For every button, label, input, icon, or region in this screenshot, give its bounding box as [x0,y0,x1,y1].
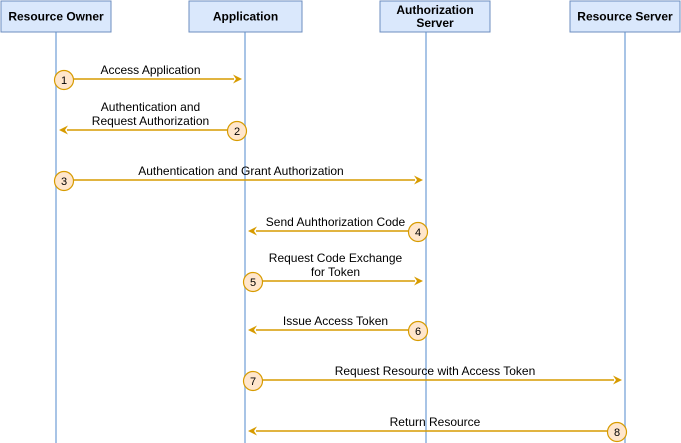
actor-app: Application [188,0,303,33]
message-8: Return Resource 8 [248,415,628,443]
message-arrow-head [414,276,423,286]
step-number: 3 [61,176,67,188]
message-arrow-head [248,426,257,436]
step-number: 1 [61,75,67,87]
message-arrow-head [59,125,68,135]
actor-box [188,0,303,33]
message-1: Access Application 1 [53,63,242,91]
message-arrow-head [414,175,423,185]
step-badge [606,421,628,443]
message-arrow-head [248,226,257,236]
message-label: Request Authorization [92,114,209,128]
step-number: 6 [415,326,421,338]
lifelines [55,32,626,443]
actors: Resource Owner Application AuthorizationSe… [0,0,681,33]
message-label: Authentication and [101,100,200,114]
step-badge [242,370,264,392]
message-label: Request Resource with Access Token [335,364,536,378]
message-3: Authentication and Grant Authorization 3 [53,164,423,192]
message-arrow-head [233,74,242,84]
step-badge [242,271,264,293]
step-badge [407,221,429,243]
actor-label: Server [416,16,454,30]
actor-label: Authorization [396,3,473,17]
message-label: Request Code Exchange [269,251,403,265]
actor-box [379,0,491,33]
message-4: Send Auhthorization Code 4 [248,215,429,243]
step-number: 4 [415,227,421,239]
message-arrow-head [613,375,622,385]
message-label: for Token [311,265,360,279]
message-7: Request Resource with Access Token 7 [242,364,622,392]
step-badge [53,170,75,192]
step-number: 7 [250,376,256,388]
step-number: 8 [614,427,620,439]
message-label: Authentication and Grant Authorization [138,164,343,178]
step-number: 5 [250,277,256,289]
actor-owner: Resource Owner [0,0,112,33]
actor-label: Resource Server [577,10,673,24]
step-badge [407,320,429,342]
actor-res: Resource Server [569,0,681,33]
actor-label: Resource Owner [8,10,104,24]
step-badge [226,120,248,142]
actor-box [569,0,681,33]
message-label: Return Resource [390,415,481,429]
message-label: Send Auhthorization Code [266,215,406,229]
message-arrow-head [248,325,257,335]
actor-box [0,0,112,33]
message-label: Issue Access Token [283,314,388,328]
message-6: Issue Access Token 6 [248,314,429,342]
step-number: 2 [234,126,240,138]
step-badge [53,69,75,91]
message-label: Access Application [100,63,200,77]
actor-label: Application [213,10,278,24]
